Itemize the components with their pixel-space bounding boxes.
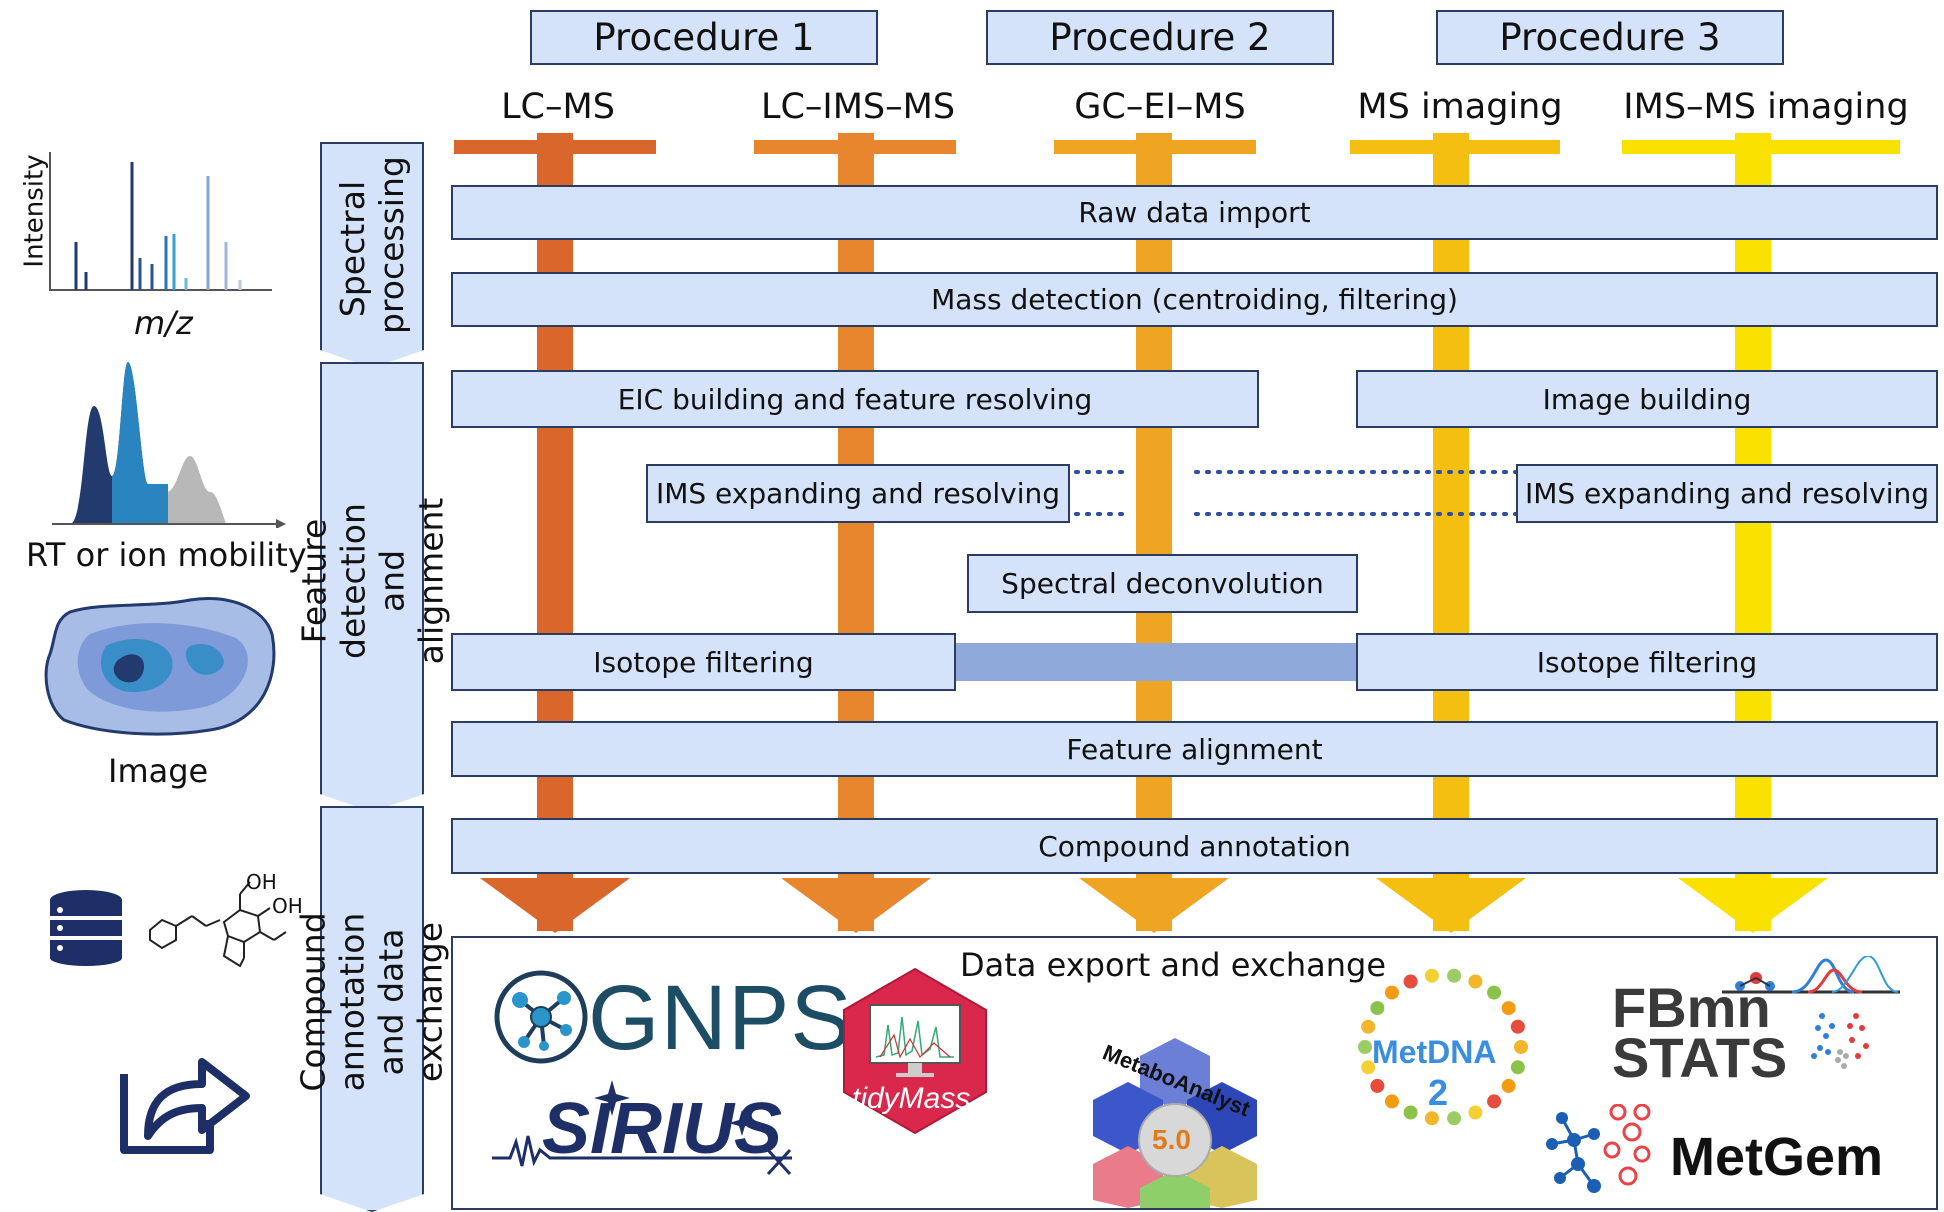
feature-alignment-step: Feature alignment: [451, 721, 1938, 777]
lc-ims-ms-flow-stripe: [838, 133, 874, 931]
ms-imaging-flow-stripe: [1433, 133, 1469, 931]
mass-detection-step: Mass detection (centroiding, filtering): [451, 272, 1938, 327]
gnps-network-icon: [494, 970, 588, 1064]
rt-ion-mobility-label: RT or ion mobility: [26, 536, 307, 574]
compound-annotation-step: Compound annotation: [451, 818, 1938, 874]
sirius-sparkle-icon: [492, 1080, 792, 1176]
isotope-connector-bar: [954, 643, 1360, 681]
fbmn-logo: FBmn: [1612, 976, 1771, 1039]
metdna-ring-dot: [1447, 1111, 1462, 1126]
technique-lc-ms: LC–MS: [501, 87, 615, 127]
metdna-ring-dot: [1501, 1001, 1516, 1016]
lc-ms-flow-stripe: [537, 133, 573, 931]
metdna-ring-dot: [1487, 1094, 1502, 1109]
metdna-ring-dot: [1403, 974, 1418, 989]
metdna-ring-dot: [1424, 968, 1439, 983]
lc-ims-ms-arrowhead: [781, 878, 931, 933]
oh-label-1: OH: [246, 870, 277, 894]
ms-image-icon: [44, 597, 276, 736]
metdna-ring-dot: [1361, 1019, 1376, 1034]
image-building-step: Image building: [1356, 370, 1938, 428]
chromatogram-icon: [52, 362, 286, 528]
metaboanalyst-version: 5.0: [1152, 1124, 1191, 1155]
spectral-deconvolution-step: Spectral deconvolution: [967, 554, 1358, 613]
ms-imaging-arrowhead: [1376, 878, 1526, 933]
procedure-2-header: Procedure 2: [986, 10, 1334, 65]
metdna-version: 2: [1428, 1072, 1449, 1113]
gnps-logo: GNPS: [588, 967, 853, 1069]
gc-ei-ms-flow-stripe: [1136, 133, 1172, 931]
ims-ms-imaging-flow-stripe: [1735, 133, 1771, 931]
technique-ms-imaging: MS imaging: [1357, 87, 1563, 127]
molecule-structure-icon: [149, 881, 287, 968]
mass-spectrum-icon: [49, 152, 272, 291]
metdna-ring-dot: [1487, 985, 1502, 1000]
export-share-icon: [120, 1058, 250, 1154]
stats-logo: STATS: [1612, 1026, 1788, 1089]
sirius-logo: SIRIUS: [542, 1089, 783, 1169]
metdna-ring-dot: [1510, 1060, 1525, 1075]
metdna-ring-dot: [1447, 968, 1462, 983]
ims-expanding-right-step: IMS expanding and resolving: [1516, 464, 1938, 523]
tidymass-hexagon-logo: [843, 967, 987, 1135]
metdna-ring-dot: [1514, 1040, 1528, 1054]
procedure-3-header: Procedure 3: [1436, 10, 1784, 65]
mz-axis-label: m/z: [134, 304, 193, 342]
image-label: Image: [108, 752, 209, 790]
metdna-ring-dot: [1468, 1105, 1483, 1120]
technique-ims-ms-imaging: IMS–MS imaging: [1623, 87, 1909, 127]
technique-gc-ei-ms: GC–EI–MS: [1074, 87, 1246, 127]
compound-annotation-band: [320, 806, 424, 1212]
metdna-ring-dot: [1468, 974, 1483, 989]
metdna-ring-dot: [1370, 1078, 1385, 1093]
ims-dotted-connector: [1074, 470, 1518, 516]
metdna-ring-dot: [1370, 1001, 1385, 1016]
metdna-ring-dot: [1424, 1111, 1439, 1126]
technique-lc-ims-ms: LC–IMS–MS: [760, 87, 956, 127]
metgem-logo: MetGem: [1670, 1127, 1884, 1187]
metdna-ring-dot: [1361, 1060, 1376, 1075]
feature-detection-band: [320, 362, 424, 812]
metdna-ring-logo: [1358, 968, 1528, 1126]
metdna-ring-dot: [1358, 1040, 1372, 1054]
metdna-ring-dot: [1384, 985, 1399, 1000]
isotope-filtering-left-step: Isotope filtering: [451, 633, 956, 691]
gc-ei-ms-arrowhead: [1079, 878, 1229, 933]
spectral-processing-band: [320, 142, 424, 368]
fbmn-stats-plot-icon: [1722, 956, 1900, 1069]
ims-ms-imaging-arrowhead: [1678, 878, 1828, 933]
ims-expanding-left-step: IMS expanding and resolving: [646, 464, 1070, 523]
intensity-axis-label: Intensity: [19, 154, 50, 268]
raw-data-import-step: Raw data import: [451, 185, 1938, 240]
metdna-logo: MetDNA: [1372, 1034, 1497, 1070]
eic-building-step: EIC building and feature resolving: [451, 370, 1259, 428]
isotope-filtering-right-step: Isotope filtering: [1356, 633, 1938, 691]
lc-ms-arrowhead: [480, 878, 630, 933]
metdna-ring-dot: [1403, 1105, 1418, 1120]
oh-label-2: OH: [272, 894, 303, 918]
procedure-1-header: Procedure 1: [530, 10, 878, 65]
metgem-network-icon: [1546, 1104, 1651, 1193]
database-icon: [50, 890, 122, 966]
tidymass-logo: tidyMass: [852, 1082, 971, 1115]
metdna-ring-dot: [1501, 1078, 1516, 1093]
metdna-ring-dot: [1510, 1019, 1525, 1034]
metdna-ring-dot: [1384, 1094, 1399, 1109]
metaboanalyst-hexagon-logo: [1093, 1038, 1257, 1208]
data-export-title: Data export and exchange: [960, 946, 1387, 984]
